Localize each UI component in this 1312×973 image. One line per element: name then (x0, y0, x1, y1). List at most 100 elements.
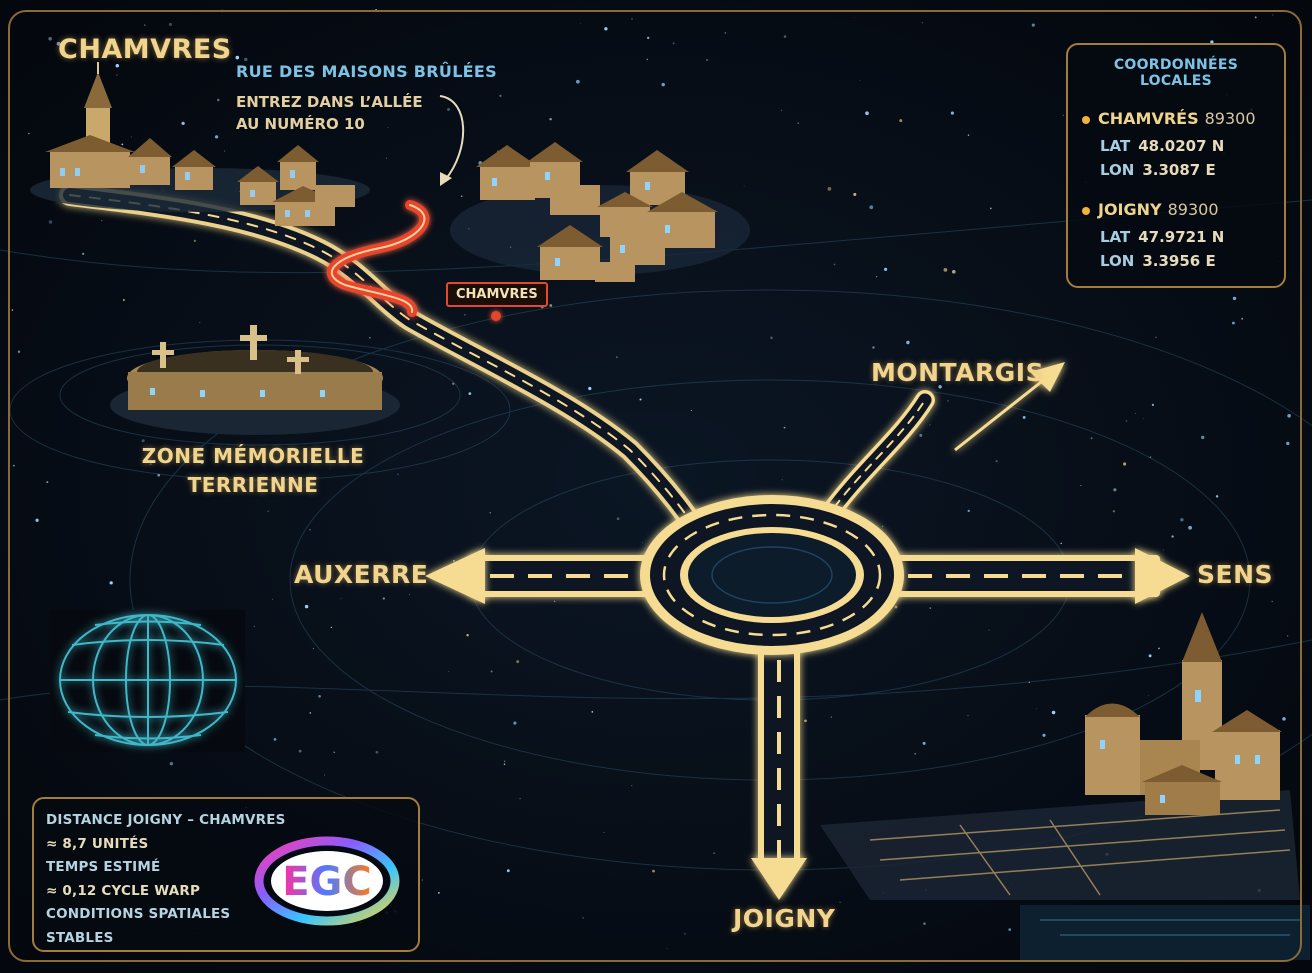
star (1031, 23, 1035, 27)
star (921, 22, 923, 24)
star (48, 220, 53, 224)
star (130, 136, 132, 138)
church-icon (820, 612, 1310, 960)
star (304, 604, 309, 609)
star (101, 220, 103, 222)
star (309, 528, 311, 531)
star (1149, 456, 1152, 458)
star (437, 891, 440, 894)
star (516, 660, 520, 664)
star (293, 121, 295, 124)
direction-joigny[interactable]: JOIGNY (733, 904, 836, 933)
star (409, 594, 410, 596)
star (453, 560, 455, 562)
map-title: CHAMVRES (58, 34, 232, 65)
star (1286, 441, 1290, 446)
star (1241, 317, 1244, 320)
star (513, 721, 517, 725)
star (881, 525, 884, 528)
star (369, 337, 371, 339)
direction-montargis[interactable]: MONTARGIS (871, 358, 1045, 387)
star (604, 27, 608, 31)
star (1028, 681, 1031, 684)
star (865, 111, 869, 116)
star (157, 473, 161, 477)
star (224, 150, 226, 152)
star (125, 54, 128, 57)
star (783, 426, 786, 429)
star (1125, 419, 1128, 422)
star (923, 922, 926, 925)
star (1022, 415, 1026, 419)
star (1231, 321, 1235, 325)
star (168, 22, 172, 27)
star (672, 42, 675, 45)
star (519, 798, 521, 800)
arrow-icon (954, 362, 1065, 452)
star (1162, 549, 1164, 551)
lon-value: 3.3087 E (1142, 161, 1216, 179)
star (639, 398, 642, 401)
bullet-icon (1082, 206, 1090, 215)
star (666, 948, 668, 949)
star (267, 510, 270, 513)
arrow-icon (425, 548, 485, 604)
star (1151, 403, 1154, 406)
star (312, 647, 314, 649)
star (217, 98, 220, 102)
star (827, 187, 832, 191)
star (929, 607, 931, 609)
direction-sens[interactable]: SENS (1197, 560, 1274, 589)
star (853, 16, 855, 18)
star (1036, 708, 1038, 710)
conditions-label: CONDITIONS SPATIALES (46, 906, 231, 922)
star (235, 55, 240, 60)
star (631, 18, 633, 20)
star (48, 37, 52, 41)
star (1171, 535, 1174, 538)
star (952, 270, 956, 274)
star (919, 433, 923, 437)
star (684, 933, 686, 935)
globe-icon (50, 610, 245, 752)
star (385, 157, 388, 159)
star (724, 32, 727, 34)
star (830, 716, 832, 718)
highlighted-route (327, 200, 430, 317)
star (642, 542, 644, 544)
star (330, 626, 332, 629)
location-pin-label[interactable]: CHAMVRES (446, 282, 548, 307)
star (690, 410, 692, 411)
star (1148, 654, 1152, 658)
star (448, 671, 450, 672)
star (967, 509, 970, 513)
arrow-icon (439, 95, 465, 181)
location-pin-icon[interactable] (491, 311, 501, 321)
star (884, 267, 888, 271)
star (743, 185, 745, 187)
star (661, 82, 665, 87)
star (797, 122, 799, 124)
star (1135, 413, 1136, 414)
star (938, 385, 942, 389)
arrow-icon (751, 858, 807, 900)
star (447, 108, 450, 111)
direction-auxerre[interactable]: AUXERRE (294, 560, 429, 589)
star (200, 461, 204, 465)
star (273, 738, 277, 741)
place-postal: 89300 (1204, 109, 1256, 128)
star (506, 869, 510, 873)
star (499, 94, 502, 98)
star (616, 517, 620, 521)
star (1113, 488, 1117, 492)
star (781, 479, 783, 481)
village-icon (450, 142, 750, 282)
distance-label: DISTANCE JOIGNY – CHAMVRES (46, 812, 286, 828)
star (995, 459, 998, 463)
star (1287, 635, 1289, 637)
time-value: ≈ 0,12 CYCLE WARP (46, 882, 201, 899)
star (115, 63, 120, 68)
star (1215, 495, 1219, 498)
